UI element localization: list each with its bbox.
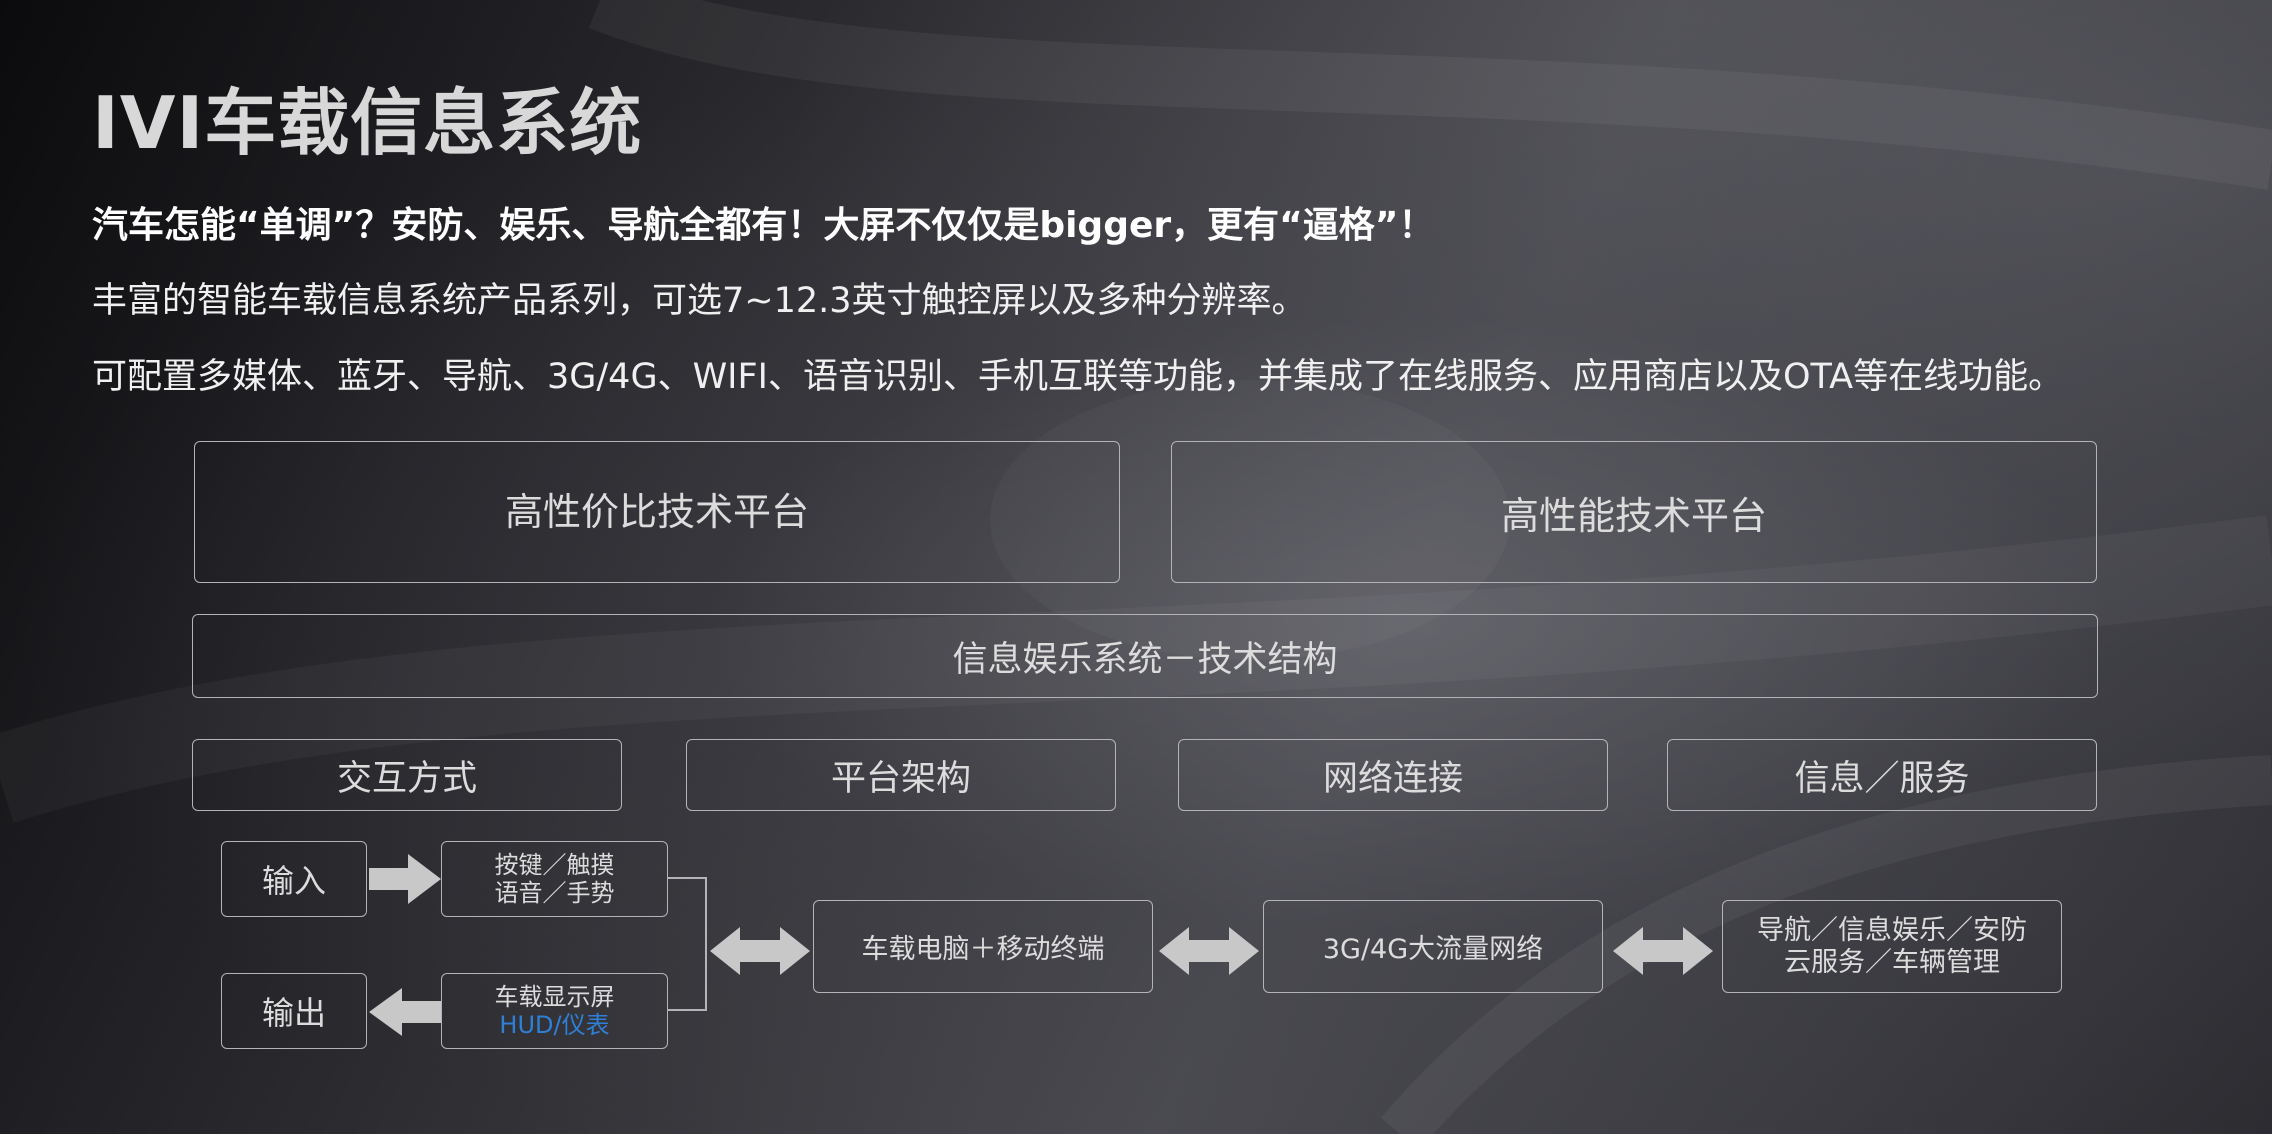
input-method-keys-touch: 按键／触摸 [494, 851, 615, 879]
input-label: 输入 [261, 862, 326, 900]
category-network-label: 网络连接 [1322, 758, 1463, 799]
category-network: 网络连接 [1178, 739, 1608, 811]
computer-node: 车载电脑＋移动终端 [813, 900, 1153, 993]
input-method-voice-gesture: 语音／手势 [494, 879, 615, 907]
platform-cost-effective: 高性价比技术平台 [194, 441, 1120, 583]
output-box: 输出 [221, 973, 367, 1049]
architecture-label: 信息娱乐系统－技术结构 [952, 639, 1338, 680]
arrow-right-icon [369, 854, 441, 904]
service-node-line-2: 云服务／车辆管理 [1784, 946, 2000, 978]
double-arrow-icon [1159, 927, 1259, 975]
arrow-left-icon [369, 988, 441, 1036]
output-devices-box: 车载显示屏 HUD/仪表 [441, 973, 668, 1049]
category-platform: 平台架构 [686, 739, 1116, 811]
service-node-line-1: 导航／信息娱乐／安防 [1757, 914, 2027, 946]
platform-cost-effective-label: 高性价比技术平台 [504, 489, 809, 534]
double-arrow-icon [710, 927, 810, 975]
category-platform-label: 平台架构 [830, 758, 971, 799]
category-interaction-label: 交互方式 [336, 758, 477, 799]
description-line-2: 可配置多媒体、蓝牙、导航、3G/4G、WIFI、语音识别、手机互联等功能，并集成… [92, 357, 2064, 397]
input-box: 输入 [221, 841, 367, 917]
output-device-display: 车载显示屏 [494, 983, 615, 1011]
output-label: 输出 [261, 994, 326, 1032]
description-line-1: 丰富的智能车载信息系统产品系列，可选7~12.3英寸触控屏以及多种分辨率。 [92, 281, 1307, 321]
category-interaction: 交互方式 [192, 739, 622, 811]
network-node-label: 3G/4G大流量网络 [1322, 934, 1544, 965]
input-methods-box: 按键／触摸 语音／手势 [441, 841, 668, 917]
architecture-box: 信息娱乐系统－技术结构 [192, 614, 2098, 698]
network-node: 3G/4G大流量网络 [1263, 900, 1603, 993]
page-title: IVI车载信息系统 [92, 81, 643, 165]
platform-high-performance-label: 高性能技术平台 [1500, 493, 1767, 538]
tagline: 汽车怎能“单调”？安防、娱乐、导航全都有！大屏不仅仅是bigger，更有“逼格”… [92, 205, 1435, 246]
category-service: 信息／服务 [1667, 739, 2097, 811]
category-service-label: 信息／服务 [1794, 758, 1970, 799]
bracket-connector [668, 877, 707, 1011]
computer-node-label: 车载电脑＋移动终端 [861, 934, 1105, 965]
double-arrow-icon [1613, 927, 1713, 975]
service-node: 导航／信息娱乐／安防 云服务／车辆管理 [1722, 900, 2062, 993]
platform-high-performance: 高性能技术平台 [1171, 441, 2097, 583]
output-device-hud: HUD/仪表 [499, 1011, 610, 1039]
